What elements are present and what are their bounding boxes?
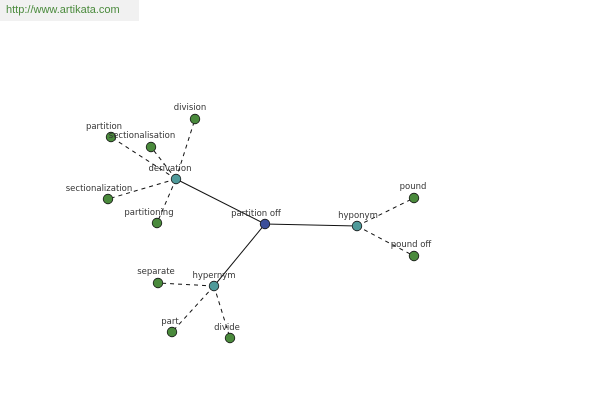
node-dot-partition[interactable]	[105, 131, 117, 143]
node-label-partitioning[interactable]: partitioning	[124, 208, 173, 218]
node-label-division[interactable]: division	[174, 103, 207, 113]
edge-partition-off-hyponym	[264, 223, 358, 227]
node-hyponym[interactable]: hyponym	[338, 211, 378, 232]
node-dot-division[interactable]	[189, 113, 201, 125]
edge-hypernym-divide	[213, 285, 231, 339]
edge-hypernym-separate	[157, 282, 215, 287]
node-dot-pound-off[interactable]	[408, 250, 420, 262]
edge-derivation-partition	[110, 136, 177, 180]
edge-derivation-sectionalisation	[150, 146, 177, 180]
node-dot-partitioning[interactable]	[151, 217, 163, 229]
node-dot-separate[interactable]	[152, 277, 164, 289]
edge-hyponym-pound	[356, 197, 415, 227]
node-label-part[interactable]: part	[161, 317, 179, 327]
node-label-sectionalisation[interactable]: sectionalisation	[109, 131, 175, 141]
node-dot-hyponym[interactable]	[351, 220, 363, 232]
node-separate[interactable]: separate	[137, 267, 175, 289]
node-label-hyponym[interactable]: hyponym	[338, 211, 378, 221]
node-label-pound-off[interactable]: pound off	[391, 240, 433, 250]
node-divide[interactable]: divide	[214, 323, 240, 344]
node-partitioning[interactable]: partitioning	[124, 208, 174, 229]
edge-partition-off-derivation	[175, 178, 266, 225]
node-partition-off[interactable]: partition off	[231, 209, 282, 230]
edge-hyponym-pound-off	[356, 225, 415, 257]
node-dot-partition-off[interactable]	[259, 218, 271, 230]
node-label-separate[interactable]: separate	[137, 267, 175, 277]
edge-partition-off-hypernym	[213, 223, 266, 287]
node-label-pound[interactable]: pound	[400, 182, 427, 192]
node-label-divide[interactable]: divide	[214, 323, 240, 333]
node-label-hypernym[interactable]: hypernym	[192, 271, 235, 281]
node-dot-derivation[interactable]	[170, 173, 182, 185]
edge-derivation-sectionalization	[107, 178, 177, 200]
node-dot-divide[interactable]	[224, 332, 236, 344]
edge-hypernym-part	[171, 285, 215, 333]
node-derivation[interactable]: derivation	[148, 164, 192, 185]
node-sectionalisation[interactable]: sectionalisation	[109, 131, 175, 153]
node-part[interactable]: part	[161, 317, 179, 338]
node-label-partition-off[interactable]: partition off	[231, 209, 282, 219]
edge-derivation-division	[175, 118, 196, 180]
node-label-sectionalization[interactable]: sectionalization	[66, 184, 133, 194]
node-partition[interactable]: partition	[86, 122, 122, 143]
graph-edges	[107, 118, 415, 339]
node-dot-hypernym[interactable]	[208, 280, 220, 292]
node-dot-part[interactable]	[166, 326, 178, 338]
node-pound-off[interactable]: pound off	[391, 240, 433, 262]
node-label-derivation[interactable]: derivation	[148, 164, 191, 174]
node-dot-pound[interactable]	[408, 192, 420, 204]
node-pound[interactable]: pound	[400, 182, 427, 204]
node-division[interactable]: division	[174, 103, 207, 125]
node-label-partition[interactable]: partition	[86, 122, 122, 132]
node-sectionalization[interactable]: sectionalization	[66, 184, 133, 205]
node-dot-sectionalization[interactable]	[102, 193, 114, 205]
site-url-link[interactable]: http://www.artikata.com	[0, 0, 139, 21]
node-dot-sectionalisation[interactable]	[145, 141, 157, 153]
node-hypernym[interactable]: hypernym	[192, 271, 236, 292]
